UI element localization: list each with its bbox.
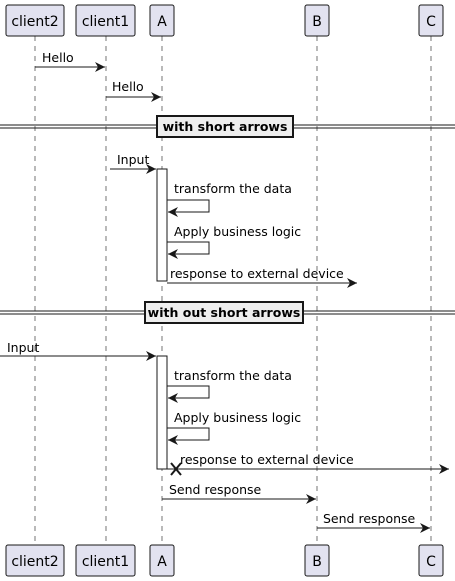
participant-b-bottom: B <box>304 544 330 577</box>
message-transform-data-2: transform the data <box>167 368 292 403</box>
participant-label: C <box>426 14 436 30</box>
participant-label: client2 <box>11 554 58 570</box>
participant-client2-bottom: client2 <box>5 544 65 577</box>
message-response-external-long: response to external device <box>167 452 449 476</box>
message-input-short: Input <box>110 152 156 174</box>
participant-client2-top: client2 <box>5 4 65 37</box>
message-send-response-a-b: Send response <box>162 482 316 504</box>
participant-label: C <box>426 554 436 570</box>
lost-message-x-icon <box>170 462 182 476</box>
message-label: Send response <box>323 511 416 526</box>
message-business-logic-2: Apply business logic <box>167 410 301 445</box>
activation-bar-a-1 <box>156 168 168 282</box>
activation-bar-a-2 <box>156 355 168 470</box>
message-label: response to external device <box>170 266 344 281</box>
message-label: Apply business logic <box>174 410 301 425</box>
message-label: Hello <box>42 50 74 65</box>
participant-b-top: B <box>304 4 330 37</box>
participant-a-bottom: A <box>149 544 175 577</box>
message-send-response-b-c: Send response <box>317 511 430 533</box>
message-hello-1: Hello <box>35 50 105 72</box>
participant-c-top: C <box>418 4 444 37</box>
participant-label: client1 <box>82 554 129 570</box>
message-label: transform the data <box>174 181 292 196</box>
participant-client1-bottom: client1 <box>75 544 136 577</box>
message-label: Hello <box>112 79 144 94</box>
participant-label: B <box>312 554 322 570</box>
message-label: response to external device <box>180 452 354 467</box>
divider-label: with out short arrows <box>148 305 301 320</box>
message-label: Input <box>117 152 149 167</box>
participant-label: client2 <box>11 14 58 30</box>
message-transform-data-1: transform the data <box>167 181 292 217</box>
message-input-long: Input <box>0 340 156 361</box>
participant-label: A <box>157 554 167 570</box>
message-label: Apply business logic <box>174 224 301 239</box>
participant-client1-top: client1 <box>75 4 136 37</box>
divider-with-short-arrows: with short arrows <box>0 115 455 138</box>
participant-c-bottom: C <box>418 544 444 577</box>
message-response-external-short: response to external device <box>167 266 357 288</box>
message-hello-2: Hello <box>106 79 161 102</box>
divider-with-out-short-arrows: with out short arrows <box>0 301 455 324</box>
message-label: transform the data <box>174 368 292 383</box>
divider-label: with short arrows <box>163 119 288 134</box>
message-label: Input <box>7 340 39 355</box>
participant-label: B <box>312 14 322 30</box>
message-business-logic-1: Apply business logic <box>167 224 301 259</box>
participant-label: A <box>157 14 167 30</box>
message-label: Send response <box>169 482 262 497</box>
participant-a-top: A <box>149 4 175 37</box>
participant-label: client1 <box>82 14 129 30</box>
